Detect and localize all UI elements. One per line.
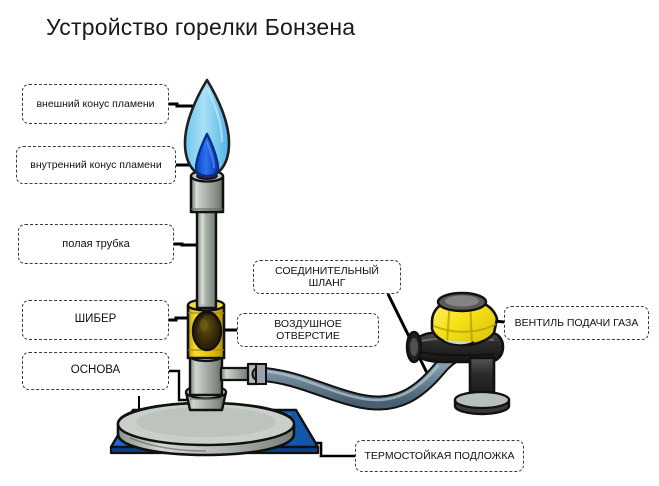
label-outer-flame-cone: внешний конус пламени [22, 84, 169, 124]
label-inner-flame-cone: внутренний конус пламени [16, 146, 176, 184]
leader-hose [386, 293, 429, 374]
gas-tap-handle[interactable] [430, 291, 499, 347]
label-hollow-tube: полая трубка [18, 224, 174, 264]
leader-hollow-tube [174, 242, 206, 247]
page-title: Устройство горелки Бонзена [46, 14, 356, 40]
label-air-hole: ВОЗДУШНОЕ ОТВЕРСТИЕ [237, 313, 379, 347]
label-gas-valve: ВЕНТИЛЬ ПОДАЧИ ГАЗА [504, 306, 649, 340]
label-base: ОСНОВА [22, 352, 169, 390]
label-heat-mat: ТЕРМОСТОЙКАЯ ПОДЛОЖКА [355, 440, 524, 472]
bunsen-flame [183, 78, 231, 178]
label-connecting-hose: СОЕДИНИТЕЛЬНЫЙ ШЛАНГ [253, 260, 401, 294]
air-hole-port [191, 310, 223, 352]
label-shutter: ШИБЕР [22, 300, 169, 340]
hollow-tube [195, 206, 218, 310]
burner-base [116, 384, 296, 457]
leader-shutter [169, 316, 196, 322]
